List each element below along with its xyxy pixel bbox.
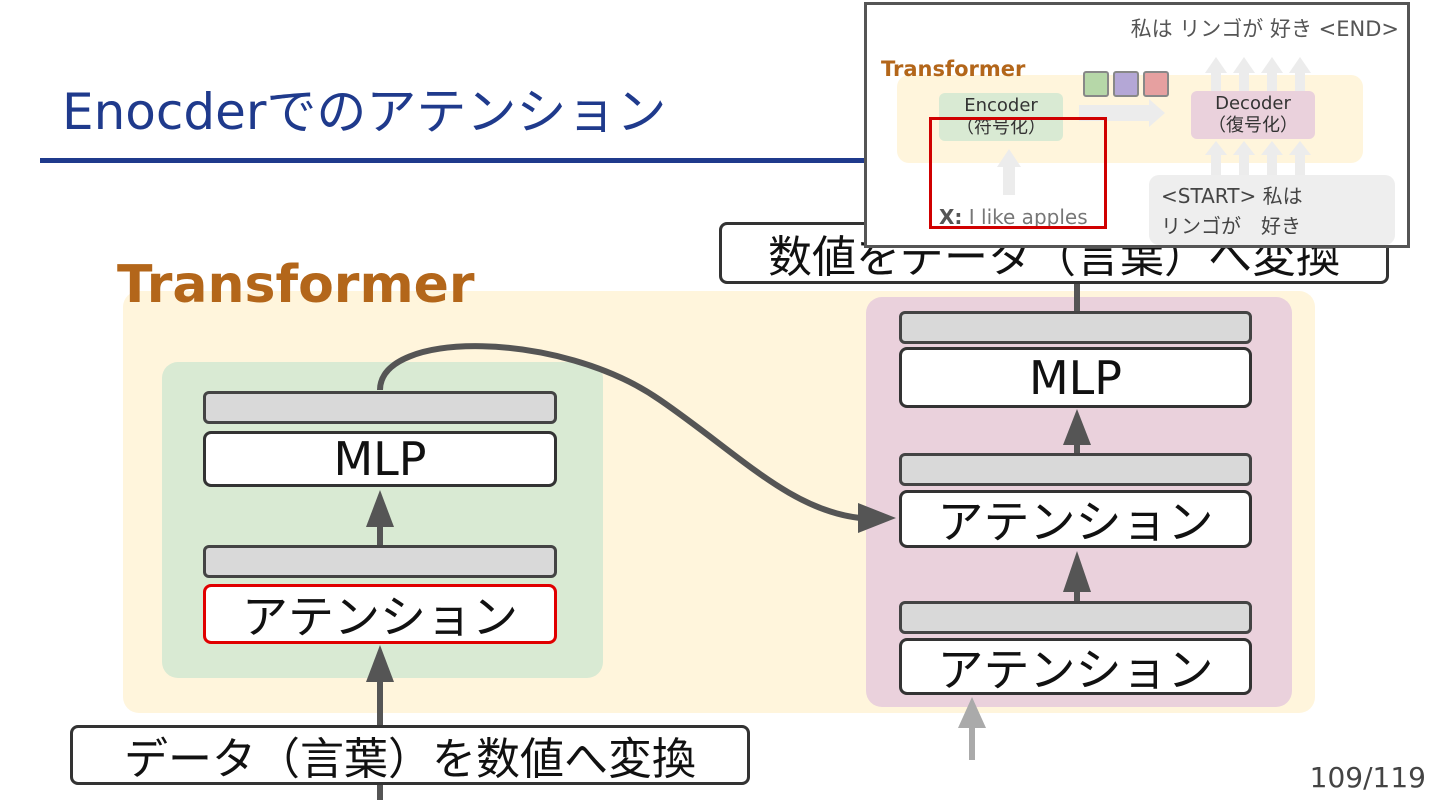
encoder-norm-bottom	[203, 545, 557, 578]
inset-in-shaft-4	[1295, 153, 1305, 175]
inset-in-shaft-3	[1267, 153, 1277, 175]
title-underline	[40, 158, 870, 163]
inset-decoder-input-line2: リンゴが 好き	[1161, 214, 1301, 238]
inset-input-text: I like apples	[968, 205, 1088, 229]
inset-arrows	[997, 57, 1311, 195]
overview-inset: 私は リンゴが 好き <END> Transformer	[864, 2, 1410, 248]
inset-in-head-3	[1261, 141, 1283, 155]
inset-out-shaft-4	[1295, 71, 1305, 91]
inset-out-shaft-2	[1239, 71, 1249, 91]
inset-in-shaft-2	[1239, 153, 1249, 175]
decoder-cross-attention-block: アテンション	[899, 490, 1252, 549]
inset-input-prefix: X:	[939, 205, 963, 229]
arrowhead-encoder-mlp	[366, 490, 394, 527]
slide-title: Enocderでのアテンション	[62, 83, 667, 141]
inset-vector-green	[1083, 71, 1109, 97]
input-conversion-box: データ（言葉）を数値へ変換	[70, 725, 750, 785]
inset-in-shaft-1	[1211, 153, 1221, 175]
inset-encoder-input: X: I like apples	[939, 205, 1088, 229]
inset-in-head-4	[1289, 141, 1311, 155]
decoder-self-attention-block: アテンション	[899, 638, 1252, 697]
inset-vector-purple	[1113, 71, 1139, 97]
inset-out-head-2	[1233, 57, 1255, 73]
inset-in-head-2	[1233, 141, 1255, 155]
inset-encoder-sub: （符号化）	[956, 117, 1046, 138]
encoder-norm-top	[203, 391, 557, 424]
decoder-norm-bottom	[899, 601, 1252, 634]
inset-out-head-1	[1205, 57, 1227, 73]
inset-out-shaft-1	[1211, 71, 1221, 91]
inset-vector-red	[1143, 71, 1169, 97]
arrowhead-decoder-input	[958, 697, 986, 728]
inset-output-tokens: 私は リンゴが 好き <END>	[1130, 17, 1399, 41]
inset-encoder-input-head	[997, 149, 1021, 167]
inset-transformer-label: Transformer	[881, 57, 1026, 81]
arrowhead-cross-attention	[858, 503, 896, 533]
inset-decoder-box: Decoder （復号化）	[1191, 91, 1315, 139]
decoder-mlp-block: MLP	[899, 347, 1252, 408]
decoder-norm-middle	[899, 453, 1252, 486]
arrowhead-decoder-mlp	[1063, 409, 1091, 445]
inset-decoder-label: Decoder	[1215, 93, 1291, 114]
page-number: 109/119	[1309, 761, 1426, 794]
arrowhead-decoder-attention	[1063, 551, 1091, 592]
inset-encoder-to-decoder-arrow	[1079, 99, 1165, 127]
encoder-attention-block: アテンション	[203, 584, 557, 644]
inset-out-head-4	[1289, 57, 1311, 73]
inset-decoder-sub: （復号化）	[1208, 115, 1298, 136]
inset-encoder-highlight	[929, 117, 1107, 229]
encoder-mlp-block: MLP	[203, 431, 557, 487]
transformer-label: Transformer	[117, 255, 475, 315]
inset-out-head-3	[1261, 57, 1283, 73]
decoder-norm-top	[899, 311, 1252, 344]
inset-decoder-input-line1: <START> 私は	[1161, 184, 1303, 208]
inset-decoder-input-box: <START> 私は リンゴが 好き	[1149, 175, 1395, 245]
inset-encoder-input-shaft	[1003, 165, 1015, 195]
inset-encoder-label: Encoder	[964, 95, 1038, 116]
encoder-to-decoder-curve	[377, 343, 861, 521]
arrowhead-encoder-input	[366, 645, 394, 682]
inset-out-shaft-3	[1267, 71, 1277, 91]
inset-in-head-1	[1205, 141, 1227, 155]
